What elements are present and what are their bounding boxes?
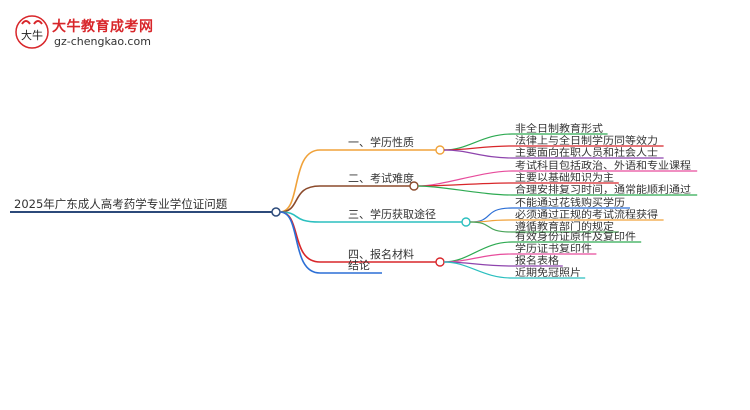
branch-label-1: 一、学历性质 xyxy=(348,135,414,149)
leaf-link-3-3 xyxy=(469,221,513,233)
bull-logo-icon: 大牛 xyxy=(15,15,49,49)
logo-emblem-text: 大牛 xyxy=(21,28,43,42)
branch-label-3: 三、学历获取途径 xyxy=(348,207,436,221)
leaf-link-2-3 xyxy=(417,185,513,196)
leaf-label-3-3: 遵循教育部门的规定 xyxy=(515,220,614,233)
leaf-link-4-4 xyxy=(443,261,513,279)
branch-link-2 xyxy=(279,185,321,213)
leaf-link-1-2 xyxy=(443,145,513,151)
leaf-label-4-2: 学历证书复印件 xyxy=(515,242,592,255)
leaf-label-2-1: 考试科目包括政治、外语和专业课程 xyxy=(515,159,691,172)
leaf-label-4-3: 报名表格 xyxy=(515,254,559,267)
site-name: 大牛教育成考网 xyxy=(52,19,154,35)
leaf-label-2-3: 合理安排复习时间，通常能顺利通过 xyxy=(515,183,691,196)
leaf-label-2-2: 主要以基础知识为主 xyxy=(515,171,614,184)
branch-link-1 xyxy=(279,149,321,213)
leaf-link-1-3 xyxy=(443,149,513,159)
branch-label-2: 二、考试难度 xyxy=(348,171,414,185)
leaf-link-4-1 xyxy=(443,241,513,263)
branch-label-5: 结论 xyxy=(348,258,370,272)
branch-node-3 xyxy=(461,217,471,227)
branch-link-5 xyxy=(279,211,321,274)
branch-label-4: 四、报名材料 xyxy=(348,247,414,261)
site-url: gz-chengkao.com xyxy=(54,35,151,48)
leaf-label-4-1: 有效身份证原件及复印件 xyxy=(515,230,636,243)
leaf-label-1-3: 主要面向在职人员和社会人士 xyxy=(515,146,658,159)
leaf-label-3-2: 必须通过正规的考试流程获得 xyxy=(515,208,658,221)
leaf-label-4-4: 近期免冠照片 xyxy=(515,266,581,279)
branch-node-1 xyxy=(435,145,445,155)
leaf-label-1-1: 非全日制教育形式 xyxy=(515,122,603,135)
root-topic: 2025年广东成人高考药学专业学位证问题 xyxy=(14,197,228,211)
branch-node-2 xyxy=(409,181,419,191)
leaf-label-3-1: 不能通过花钱购买学历 xyxy=(515,196,625,209)
branch-node-4 xyxy=(435,257,445,267)
site-logo[interactable]: 大牛 大牛教育成考网 gz-chengkao.com xyxy=(14,14,164,54)
root-node xyxy=(271,207,281,217)
leaf-label-1-2: 法律上与全日制学历同等效力 xyxy=(515,134,658,147)
